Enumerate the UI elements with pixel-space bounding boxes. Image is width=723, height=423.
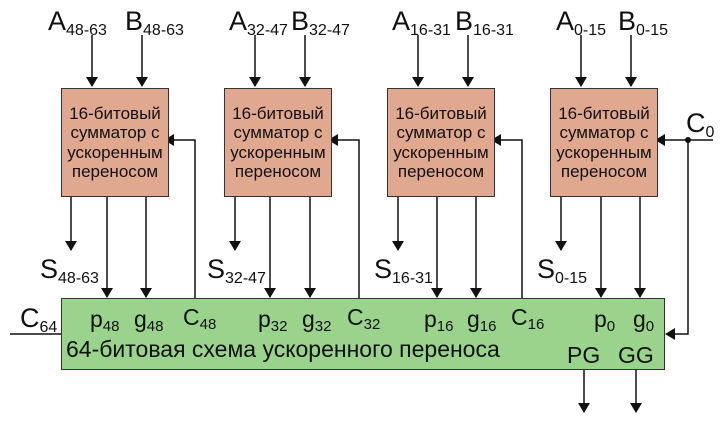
label-s-48-63: S48-63 — [40, 254, 99, 287]
adder-text-line: ускоренным — [393, 142, 489, 162]
c0-junction — [685, 137, 691, 143]
adder-text-line: сумматор с — [70, 123, 160, 142]
c32-feedback — [328, 134, 360, 298]
port-g32: g32 — [302, 306, 332, 335]
label-s-16-31: S16-31 — [374, 254, 433, 287]
adder-text-line: переносом — [560, 162, 648, 181]
label-b-48-63: B48-63 — [125, 6, 184, 39]
label-s-0-15: S0-15 — [537, 254, 588, 287]
port-p0: p0 — [594, 306, 616, 335]
cla-title: 64-битовая схема ускоренного переноса — [66, 336, 500, 362]
adder-text-line: переносом — [71, 162, 159, 181]
adder-48-63: 16-битовый сумматор с ускоренным перенос… — [61, 88, 169, 197]
adder-text-line: ускоренным — [556, 142, 652, 162]
c48-feedback — [164, 134, 196, 298]
label-b-16-31: B16-31 — [455, 6, 514, 39]
adder-text-line: 16-битовый — [69, 103, 161, 123]
adder-text-line: ускоренным — [67, 142, 163, 162]
port-p32: p32 — [258, 306, 288, 335]
label-c0: C0 — [686, 108, 715, 141]
adder-text-line: 16-битовый — [558, 103, 650, 123]
c16-feedback — [491, 134, 523, 298]
adder-16-31: 16-битовый сумматор с ускоренным перенос… — [387, 88, 495, 197]
adder-text-line: 16-битовый — [395, 103, 487, 123]
port-c16: C16 — [511, 304, 545, 333]
adder-0-15: 16-битовый сумматор с ускоренным перенос… — [550, 88, 658, 197]
port-g48: g48 — [134, 306, 164, 335]
label-b-0-15: B0-15 — [618, 6, 669, 39]
label-b-32-47: B32-47 — [291, 6, 350, 39]
adder-text-line: сумматор с — [396, 123, 486, 142]
c0-to-cla — [665, 140, 689, 340]
adder-text-line: сумматор с — [559, 123, 649, 142]
adder-text-line: сумматор с — [233, 123, 323, 142]
port-g16: g16 — [467, 306, 497, 335]
label-a-0-15: A0-15 — [556, 6, 607, 39]
label-s-32-47: S32-47 — [207, 254, 266, 287]
port-p48: p48 — [90, 306, 120, 335]
label-c64: C64 — [20, 303, 58, 336]
cla-block — [61, 298, 665, 370]
adder-text-line: 16-битовый — [232, 103, 324, 123]
output-gg: GG — [618, 342, 654, 368]
output-pg: PG — [567, 342, 601, 368]
label-a-16-31: A16-31 — [392, 6, 451, 39]
adder-text-line: переносом — [234, 162, 322, 181]
port-p16: p16 — [424, 306, 454, 335]
adder-text-line: ускоренным — [230, 142, 326, 162]
label-a-32-47: A32-47 — [229, 6, 288, 39]
adder-text-line: переносом — [397, 162, 485, 181]
port-c48: C48 — [183, 304, 217, 333]
adder-32-47: 16-битовый сумматор с ускоренным перенос… — [224, 88, 332, 197]
port-g0: g0 — [633, 306, 655, 335]
port-c32: C32 — [347, 304, 381, 333]
label-a-48-63: A48-63 — [48, 6, 107, 39]
